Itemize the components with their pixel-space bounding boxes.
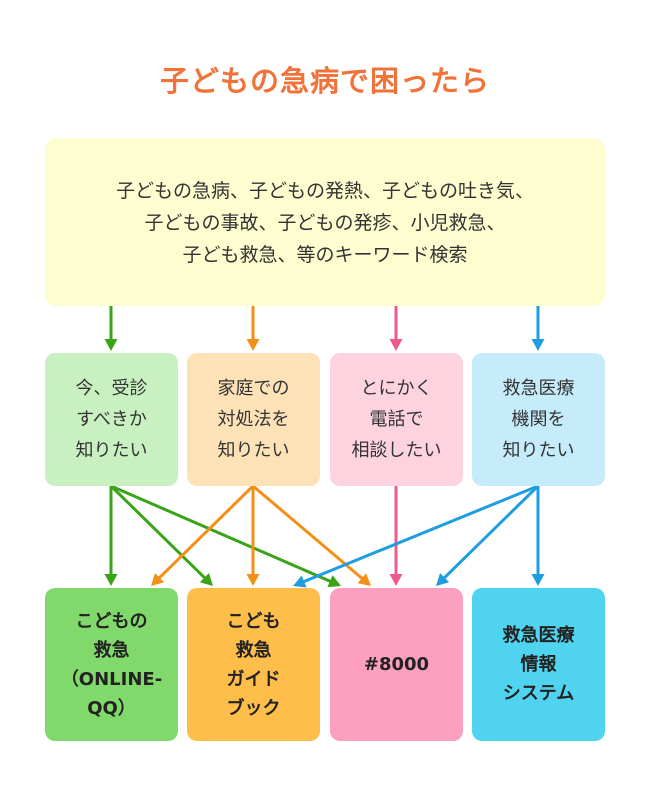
resource-box-online-qq: こどもの 救急 （ONLINE- QQ）: [45, 588, 178, 741]
resource-line: ガイド: [226, 668, 281, 690]
page-title: 子どもの急病で困ったら: [159, 64, 490, 98]
question-line: 対処法を: [217, 409, 290, 430]
question-line: 知りたい: [502, 440, 575, 461]
keyword-search-box: 子どもの急病、子どもの発熱、子どもの吐き気、 子どもの事故、子どもの発疹、小児救…: [45, 138, 605, 306]
question-to-resource-arrow-head: [104, 574, 118, 586]
resource-line: QQ）: [87, 697, 136, 719]
resource-line: こども: [226, 610, 281, 632]
keyword-line: 子どもの急病、子どもの発熱、子どもの吐き気、: [115, 180, 534, 202]
question-to-resource-arrow-head: [199, 572, 213, 586]
resource-line: 情報: [520, 654, 557, 675]
question-to-resource-arrow-head: [246, 574, 260, 586]
resource-box-guidebook: こども 救急 ガイド ブック: [187, 588, 320, 741]
question-line: 家庭での: [217, 378, 290, 399]
question-line: 相談したい: [351, 440, 442, 461]
question-to-resource-arrow-line: [252, 484, 364, 581]
resource-box-emergency-info-system: 救急医療 情報 システム: [472, 588, 605, 741]
question-to-resource-arrow-head: [293, 575, 307, 588]
question-box-emergency-facilities: 救急医療 機関を 知りたい: [472, 353, 605, 486]
question-to-resource-arrow-head: [151, 572, 165, 586]
resource-line: こどもの: [75, 610, 148, 632]
keyword-line: 子どもの事故、子どもの発疹、小児救急、: [144, 212, 506, 234]
question-line: 知りたい: [217, 440, 290, 461]
question-to-resource-arrow-line: [302, 484, 539, 584]
resource-line: ブック: [226, 697, 281, 719]
question-line: 救急医療: [502, 378, 575, 399]
question-line: 知りたい: [75, 440, 148, 461]
question-to-resource-arrow-head: [436, 572, 450, 586]
question-box-home-care: 家庭での 対処法を 知りたい: [187, 353, 320, 486]
keyword-to-question-arrow-head: [246, 339, 260, 351]
question-line: すべきか: [76, 409, 147, 430]
resource-line: 救急医療: [502, 625, 575, 646]
question-to-resource-arrow-head: [357, 573, 371, 586]
question-to-resource-arrow-line: [157, 484, 255, 580]
keyword-to-question-arrow-head: [531, 339, 545, 351]
question-line: 今、受診: [75, 378, 148, 399]
resource-line: 救急: [93, 639, 130, 661]
question-box-consult-now: 今、受診 すべきか 知りたい: [45, 353, 178, 486]
question-to-resource-arrow-head: [389, 574, 403, 586]
question-to-resource-arrow-head: [531, 574, 545, 586]
resource-line: #8000: [363, 654, 430, 675]
keyword-line: 子ども救急、等のキーワード検索: [182, 244, 468, 266]
keyword-to-question-arrow-head: [104, 339, 118, 351]
question-to-resource-arrow-line: [110, 484, 332, 583]
question-to-resource-arrow-line: [442, 484, 540, 580]
question-line: とにかく: [360, 378, 433, 399]
question-line: 機関を: [511, 409, 566, 430]
question-line: 電話で: [369, 409, 424, 430]
resource-box-8000: #8000: [330, 588, 463, 741]
resource-line: （ONLINE-: [60, 668, 163, 690]
question-box-phone-consult: とにかく 電話で 相談したい: [330, 353, 463, 486]
resource-line: 救急: [235, 639, 272, 661]
question-to-resource-arrow-head: [327, 575, 341, 588]
resource-line: システム: [502, 683, 575, 704]
keyword-to-question-arrow-head: [389, 339, 403, 351]
question-to-resource-arrow-line: [109, 484, 207, 580]
